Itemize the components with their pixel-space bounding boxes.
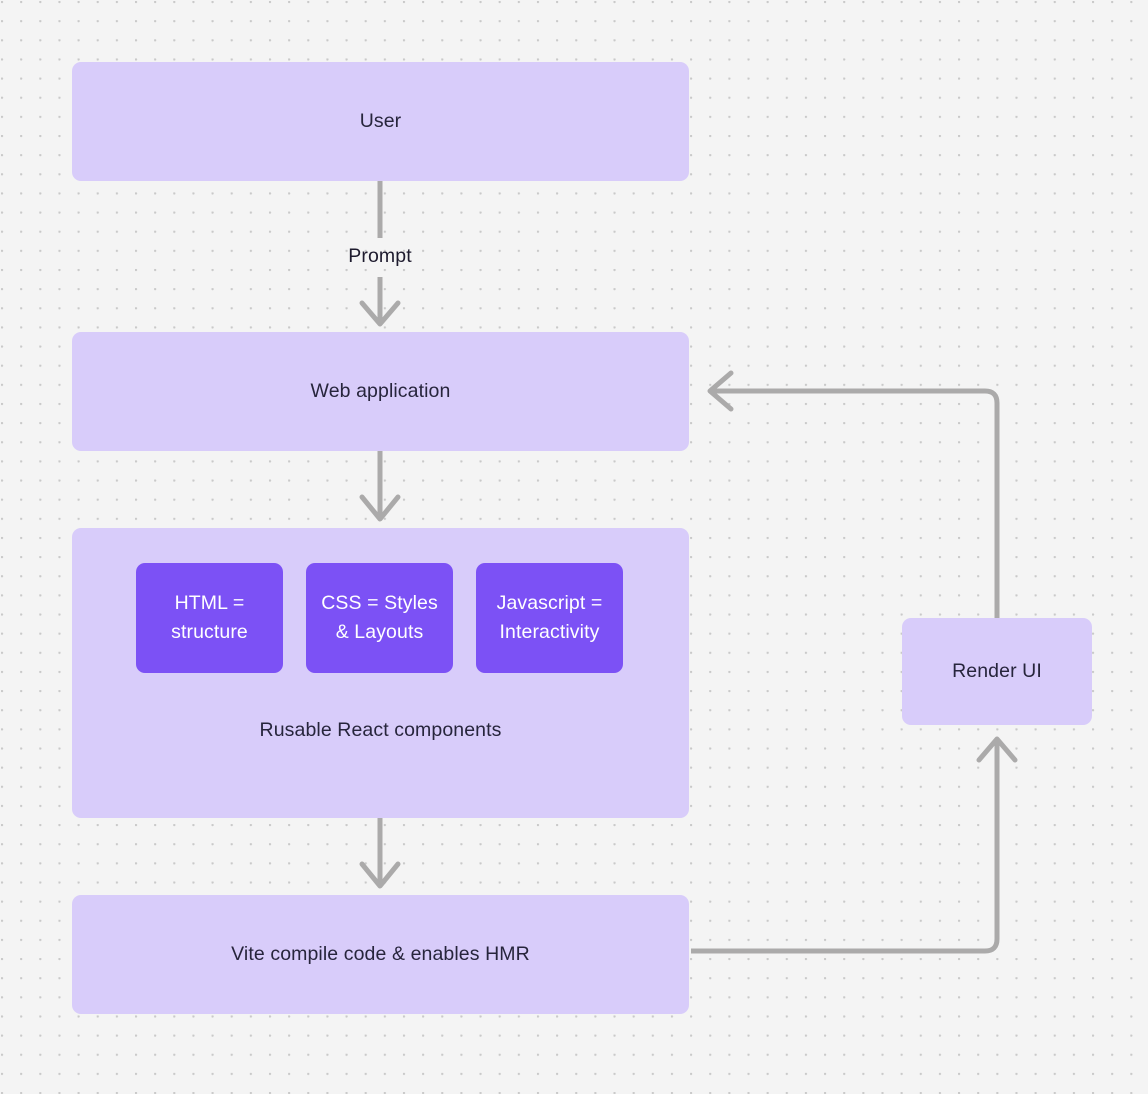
node-web-application-label: Web application: [310, 380, 451, 403]
node-html-label: HTML = structure: [171, 592, 248, 643]
node-javascript-label: Javascript = Interactivity: [496, 592, 603, 643]
edge-user-to-web-lower: [359, 277, 401, 327]
node-css-label: CSS = Styles & Layouts: [321, 592, 438, 643]
edge-render-to-web: [707, 370, 1000, 618]
node-user[interactable]: User: [72, 62, 689, 181]
edge-label-prompt: Prompt: [348, 245, 412, 267]
node-html[interactable]: HTML = structure: [136, 563, 283, 673]
edge-web-to-components: [359, 451, 401, 522]
node-css[interactable]: CSS = Styles & Layouts: [306, 563, 453, 673]
node-web-application[interactable]: Web application: [72, 332, 689, 451]
node-vite[interactable]: Vite compile code & enables HMR: [72, 895, 689, 1014]
edge-components-to-vite: [359, 818, 401, 889]
node-render-ui[interactable]: Render UI: [902, 618, 1092, 725]
edge-vite-to-render: [691, 736, 1018, 954]
node-components-group-label: Rusable React components: [259, 719, 502, 741]
node-render-ui-label: Render UI: [952, 660, 1042, 683]
node-vite-label: Vite compile code & enables HMR: [231, 943, 530, 966]
node-javascript[interactable]: Javascript = Interactivity: [476, 563, 623, 673]
node-user-label: User: [359, 110, 402, 133]
